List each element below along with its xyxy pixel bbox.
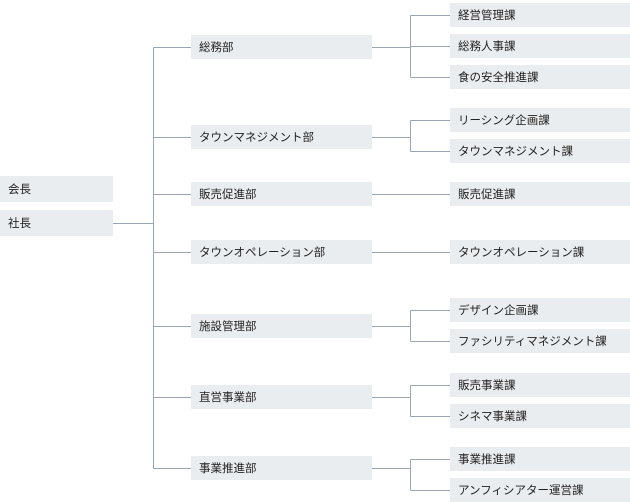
section-label: リーシング企画課 (458, 113, 550, 127)
department-box-town-operation: タウンオペレーション部 (191, 240, 372, 264)
department-box-general-affairs: 総務部 (191, 35, 372, 59)
department-label: 事業推進部 (199, 461, 257, 475)
section-label: タウンオペレーション課 (458, 245, 585, 259)
department-label: タウンオペレーション部 (199, 245, 326, 259)
department-box-facility-management: 施設管理部 (191, 314, 372, 338)
section-label: タウンマネジメント課 (458, 144, 573, 158)
section-label: 事業推進課 (458, 452, 516, 466)
section-label: 経営管理課 (458, 8, 516, 22)
section-label: 販売促進課 (458, 187, 516, 201)
department-box-direct-business: 直営事業部 (191, 385, 372, 409)
section-label: 販売事業課 (458, 378, 516, 392)
section-label: シネマ事業課 (458, 409, 527, 423)
section-box: タウンマネジメント課 (450, 139, 630, 163)
section-box: デザイン企画課 (450, 298, 630, 322)
section-box: 販売促進課 (450, 182, 630, 206)
section-box: 食の安全推進課 (450, 65, 630, 89)
department-box-sales-promotion: 販売促進部 (191, 182, 372, 206)
section-label: デザイン企画課 (458, 303, 539, 317)
section-box: 経営管理課 (450, 3, 630, 27)
department-box-town-management: タウンマネジメント部 (191, 125, 372, 149)
department-label: 販売促進部 (199, 187, 257, 201)
executive-box-chairman: 会長 (0, 176, 113, 202)
department-label: タウンマネジメント部 (199, 130, 314, 144)
section-box: アンフィシアター運営課 (450, 478, 630, 502)
department-label: 直営事業部 (199, 390, 257, 404)
department-box-business-promotion: 事業推進部 (191, 456, 372, 480)
section-box: 事業推進課 (450, 447, 630, 471)
executive-box-president: 社長 (0, 210, 113, 236)
section-label: ファシリティマネジメント課 (458, 334, 607, 348)
executive-label: 社長 (8, 216, 31, 230)
section-box: 総務人事課 (450, 34, 630, 58)
section-label: 食の安全推進課 (458, 70, 539, 84)
executive-label: 会長 (8, 182, 31, 196)
department-label: 施設管理部 (199, 319, 257, 333)
section-label: アンフィシアター運営課 (458, 483, 584, 497)
section-box: タウンオペレーション課 (450, 240, 630, 264)
section-box: リーシング企画課 (450, 108, 630, 132)
section-label: 総務人事課 (458, 39, 516, 53)
department-label: 総務部 (199, 40, 234, 54)
section-box: 販売事業課 (450, 373, 630, 397)
section-box: ファシリティマネジメント課 (450, 329, 630, 353)
section-box: シネマ事業課 (450, 404, 630, 428)
